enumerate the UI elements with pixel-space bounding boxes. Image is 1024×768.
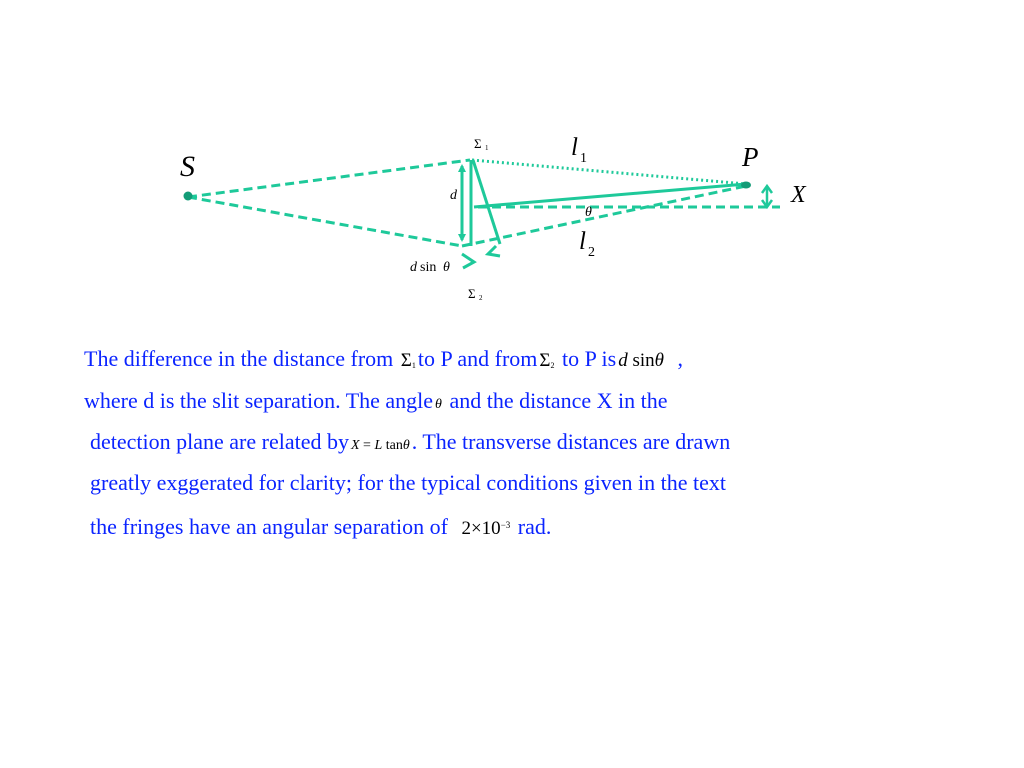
path-diff-label-d: d bbox=[410, 260, 418, 275]
distance-label: X bbox=[790, 182, 807, 208]
point-label: P bbox=[741, 142, 759, 172]
slit2-label: Σ bbox=[468, 286, 476, 301]
slit-plane-right bbox=[471, 159, 502, 245]
caption-text: where d is the slit separation. The angl… bbox=[84, 388, 434, 413]
separation-label: d bbox=[450, 188, 458, 203]
path-diff-chevron-2 bbox=[484, 244, 501, 258]
path-diff-label-theta: θ bbox=[443, 260, 450, 275]
caption-line-5: the fringes have an angular separation o… bbox=[90, 512, 551, 542]
caption-line-1: The difference in the distance from Σ1to… bbox=[84, 346, 683, 379]
path-diff-label-sin: sin bbox=[420, 260, 436, 275]
distance-x-arrowheads bbox=[760, 183, 774, 210]
x-equals-l-tan-theta-math: X = L tanθ bbox=[350, 438, 410, 453]
sigma1-symbol: Σ1 bbox=[400, 350, 416, 371]
ray-l2 bbox=[461, 184, 747, 248]
path2-sub: 2 bbox=[588, 245, 595, 260]
slit1-label: Σ bbox=[474, 136, 482, 151]
caption-text: The difference in the distance from bbox=[84, 346, 394, 371]
path1-sub: 1 bbox=[580, 151, 587, 166]
angular-separation-math: 2×10−3 bbox=[461, 518, 511, 539]
caption-text: greatly exggerated for clarity; for the … bbox=[90, 470, 726, 495]
observation-point bbox=[741, 181, 751, 189]
path1-label: l bbox=[571, 134, 578, 161]
slit1-sub: 1 bbox=[485, 144, 489, 152]
sigma2-symbol: Σ2 bbox=[539, 350, 555, 371]
source-point bbox=[183, 191, 193, 201]
d-sin-theta-math: d sinθ bbox=[618, 350, 664, 371]
caption-text: detection plane are related by bbox=[90, 429, 349, 454]
ray-source-to-slit1 bbox=[187, 158, 471, 199]
caption-text: , bbox=[677, 346, 683, 371]
caption-text: the fringes have an angular separation o… bbox=[90, 514, 448, 539]
caption-text: to P is bbox=[561, 346, 617, 371]
double-slit-diagram: S P X Σ 1 Σ 2 l 1 l 2 d θ d sin θ bbox=[180, 134, 807, 302]
slit2-sub: 2 bbox=[479, 294, 483, 302]
ray-l1 bbox=[471, 158, 747, 186]
angle-label: θ bbox=[585, 205, 592, 220]
ray-source-to-slit2 bbox=[187, 195, 463, 248]
caption-text: . The transverse distances are drawn bbox=[411, 429, 731, 454]
source-label: S bbox=[180, 150, 195, 183]
caption-line-4: greatly exggerated for clarity; for the … bbox=[90, 470, 726, 496]
path-diff-chevron bbox=[461, 252, 477, 270]
caption-text: rad. bbox=[517, 514, 552, 539]
caption-line-2: where d is the slit separation. The angl… bbox=[84, 388, 668, 418]
caption-text: to P and from bbox=[417, 346, 538, 371]
path2-label: l bbox=[579, 228, 586, 255]
theta-math: θ bbox=[435, 397, 442, 412]
caption-text: and the distance X in the bbox=[449, 388, 668, 413]
center-ray bbox=[473, 182, 747, 209]
